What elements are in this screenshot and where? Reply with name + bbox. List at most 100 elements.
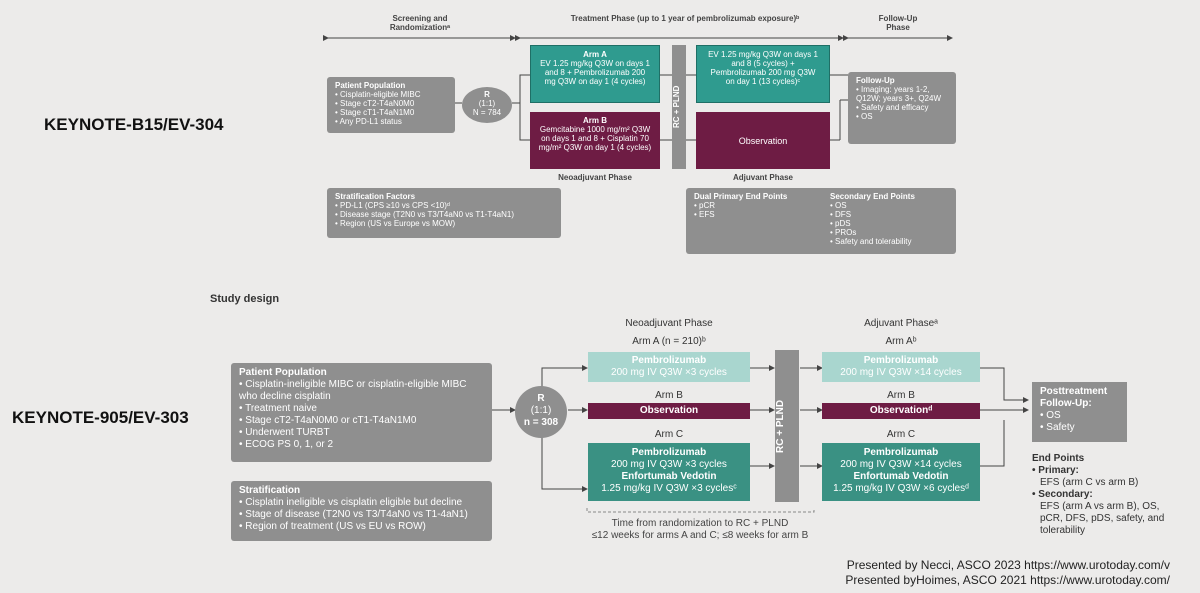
adj-arm-c-title2: Enfortumab Vedotin: [853, 471, 949, 482]
neo-arm-b-box: Observation: [588, 403, 750, 419]
top-arm-a-title: Arm A: [583, 50, 607, 59]
adj-arm-a-box: Pembrolizumab 200 mg IV Q3W ×14 cycles: [822, 352, 980, 382]
top-neoadjuvant-label: Neoadjuvant Phase: [558, 173, 632, 182]
primary-value: EFS (arm C vs arm B): [1040, 477, 1139, 488]
top-adjuvant-label: Adjuvant Phase: [732, 173, 793, 182]
study-design-label: Study design: [210, 293, 280, 305]
neoadjuvant-phase-label: Neoadjuvant Phase: [625, 318, 713, 329]
endpoints-primary: • Primary:: [1032, 465, 1079, 476]
top-strat-item: Disease stage (T2N0 vs T3/T4aN0 vs T1-T4…: [335, 210, 553, 219]
neo-arm-c-title2: Enfortumab Vedotin: [621, 471, 717, 482]
top-fu-item: OS: [856, 112, 948, 121]
timing-note-line2: ≤12 weeks for arms A and C; ≤8 weeks for…: [591, 530, 809, 541]
top-pp-item: Cisplatin-eligible MIBC: [335, 90, 447, 99]
bottom-pp-item: Cisplatin-ineligible MIBC or cisplatin-e…: [239, 379, 484, 403]
top-pp-item: Any PD-L1 status: [335, 117, 447, 126]
adj-arm-a-title: Pembrolizumab: [863, 355, 939, 366]
adj-arm-c-dose2: 1.25 mg/kg IV Q3W ×6 cyclesᵈ: [833, 483, 969, 494]
adj-arm-a-dose: 200 mg IV Q3W ×14 cycles: [840, 367, 962, 378]
top-secondary-title: Secondary End Points: [830, 192, 915, 201]
adj-arm-c-title1: Pembrolizumab: [863, 447, 939, 458]
timing-note: Time from randomization to RC + PLND ≤12…: [560, 518, 840, 542]
top-secondary-item: OS: [830, 201, 915, 210]
top-secondary-item: DFS: [830, 210, 915, 219]
bottom-pp-item: Stage cT2-T4aN0M0 or cT1-T4aN1M0: [239, 415, 484, 427]
adjuvant-phase-label: Adjuvant Phaseᵃ: [864, 318, 938, 329]
secondary-value: EFS (arm A vs arm B), OS, pCR, DFS, pDS,…: [1040, 501, 1165, 536]
posttreatment-item: OS: [1040, 410, 1119, 422]
top-arm-b: Arm B Gemcitabine 1000 mg/m² Q3W on days…: [530, 112, 660, 169]
posttreatment-followup: Posttreatment Follow-Up: OS Safety: [1032, 382, 1127, 442]
top-arm-a: Arm A EV 1.25 mg/kg Q3W on days 1 and 8 …: [530, 45, 660, 103]
top-followup-box: Follow-Up Imaging: years 1-2, Q12W; year…: [848, 72, 956, 144]
top-strat-item: Region (US vs Europe vs MOW): [335, 219, 553, 228]
phase-followup-label: Follow-Up Phase: [878, 14, 918, 32]
top-adjuvant-b: Observation: [696, 112, 830, 169]
top-patient-population: Patient Population Cisplatin-eligible MI…: [327, 77, 455, 133]
bottom-pp-item: Treatment naive: [239, 403, 484, 415]
top-primary-item: EFS: [694, 210, 830, 219]
neo-arm-c-dose1: 200 mg IV Q3W ×3 cycles: [611, 459, 727, 470]
secondary-label: Secondary:: [1038, 489, 1093, 500]
bottom-pp-item: Underwent TURBT: [239, 427, 484, 439]
neo-arm-c-dose2: 1.25 mg/kg IV Q3W ×3 cyclesᶜ: [601, 483, 737, 494]
phase-screening-label: Screening and Randomizationᵃ: [389, 14, 451, 32]
arm-c-label: Arm C: [654, 429, 684, 440]
posttreatment-title: Posttreatment Follow-Up:: [1040, 386, 1108, 409]
adj-arm-c-box: Pembrolizumab 200 mg IV Q3W ×14 cycles E…: [822, 443, 980, 501]
top-secondary-item: PROs: [830, 228, 915, 237]
top-r-ratio: (1:1): [478, 99, 496, 108]
primary-label: Primary:: [1038, 465, 1079, 476]
adj-arm-c-label: Arm C: [886, 429, 916, 440]
bottom-strat-item: Stage of disease (T2N0 vs T3/T4aN0 vs T1…: [239, 509, 484, 521]
bottom-r-n: n = 308: [523, 417, 559, 428]
top-primary-item: pCR: [694, 201, 830, 210]
adj-arm-b-label: Arm B: [887, 390, 915, 401]
top-secondary-endpoints: Secondary End Points OS DFS pDS PROs Saf…: [830, 192, 915, 250]
neo-arm-c-box: Pembrolizumab 200 mg IV Q3W ×3 cycles En…: [588, 443, 750, 501]
endpoints-title: End Points: [1032, 453, 1085, 464]
phase-treatment-label: Treatment Phase (up to 1 year of pembrol…: [570, 14, 800, 23]
top-primary-endpoints: Dual Primary End Points pCR EFS: [694, 192, 830, 250]
credit-line-1: Presented by Necci, ASCO 2023 https://ww…: [846, 558, 1170, 572]
adj-arm-a-label: Arm Aᵇ: [885, 336, 917, 347]
neo-arm-c-title1: Pembrolizumab: [631, 447, 707, 458]
top-strat-item: PD-L1 (CPS ≥10 vs CPS <10)ᵈ: [335, 201, 553, 210]
top-secondary-item: pDS: [830, 219, 915, 228]
bottom-rc-plnd-bar: RC + PLND: [775, 350, 799, 502]
bottom-strat-item: Cisplatin ineligible vs cisplatin eligib…: [239, 497, 484, 509]
timing-note-line1: Time from randomization to RC + PLND: [611, 518, 789, 529]
top-pp-item: Stage cT2-T4aN0M0: [335, 99, 447, 108]
top-primary-title: Dual Primary End Points: [694, 192, 788, 201]
bottom-strat-title: Stratification: [239, 485, 301, 496]
top-followup-title: Follow-Up: [856, 76, 895, 85]
top-secondary-item: Safety and tolerability: [830, 237, 915, 246]
adj-arm-c-dose1: 200 mg IV Q3W ×14 cycles: [840, 459, 962, 470]
posttreatment-item: Safety: [1040, 422, 1119, 434]
top-arm-b-text: Gemcitabine 1000 mg/m² Q3W on days 1 and…: [538, 125, 652, 152]
credit-line-2: Presented byHoimes, ASCO 2021 https://ww…: [845, 573, 1170, 587]
endpoints-secondary: • Secondary:: [1032, 489, 1093, 500]
top-arm-b-title: Arm B: [582, 116, 607, 125]
bottom-r-label: R: [537, 393, 545, 404]
top-pp-item: Stage cT1-T4aN1M0: [335, 108, 447, 117]
bottom-pp-title: Patient Population: [239, 367, 327, 378]
arm-b-label: Arm B: [655, 390, 683, 401]
top-randomization-circle: R (1:1) N = 784: [462, 87, 512, 123]
bottom-pp-item: ECOG PS 0, 1, or 2: [239, 439, 484, 451]
top-endpoints: Dual Primary End Points pCR EFS Secondar…: [686, 188, 956, 254]
top-rc-plnd-bar: RC + PLND: [672, 45, 686, 169]
bottom-patient-population: Patient Population Cisplatin-ineligible …: [231, 363, 492, 462]
top-adjuvant-a: EV 1.25 mg/kg Q3W on days 1 and 8 (5 cyc…: [696, 45, 830, 103]
credits: Presented by Necci, ASCO 2023 https://ww…: [770, 558, 1170, 588]
bottom-strat-item: Region of treatment (US vs EU vs ROW): [239, 521, 484, 533]
bottom-r-ratio: (1:1): [530, 405, 552, 416]
neo-arm-a-box: Pembrolizumab 200 mg IV Q3W ×3 cycles: [588, 352, 750, 382]
top-r-label: R: [484, 90, 490, 99]
bottom-stratification: Stratification Cisplatin ineligible vs c…: [231, 481, 492, 541]
trial-label-b15: KEYNOTE-B15/EV-304: [44, 115, 224, 134]
adj-arm-b-box: Observationᵈ: [822, 403, 980, 419]
top-fu-item: Safety and efficacy: [856, 103, 948, 112]
bottom-endpoints: End Points • Primary: EFS (arm C vs arm …: [1032, 453, 1172, 537]
